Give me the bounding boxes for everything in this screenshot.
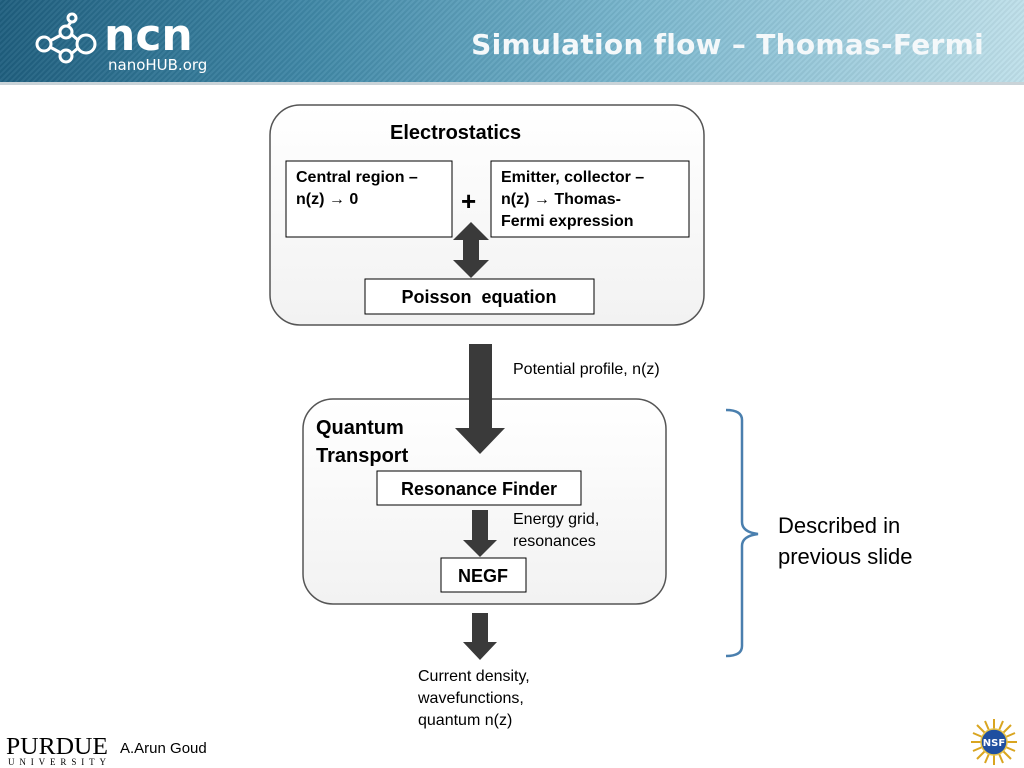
author-name: A.Arun Goud: [120, 740, 207, 757]
bracket-note-1: Described in: [778, 513, 900, 538]
header-bar: [0, 0, 1024, 82]
emitter-collector-line-3: Fermi expression: [501, 213, 634, 230]
energy-grid-label-1: Energy grid,: [513, 511, 599, 528]
ncn-logo: ncn nanoHUB.org: [35, 10, 207, 74]
electrostatics-title: Electrostatics: [390, 122, 521, 144]
molecule-icon: [35, 12, 97, 64]
nsf-text: NSF: [983, 738, 1005, 749]
central-region-line-1: Central region –: [296, 169, 418, 186]
logo-sub-text: nanoHUB.org: [108, 56, 207, 74]
bracket-note-2: previous slide: [778, 544, 913, 569]
emitter-collector-box: [490, 160, 690, 238]
emitter-collector-line-1: Emitter, collector –: [501, 169, 644, 186]
slide-title: Simulation flow – Thomas-Fermi: [471, 28, 984, 61]
output-arrow-icon: [463, 613, 497, 660]
electrostatics-container: [269, 104, 705, 326]
purdue-main-text: PURDUE: [6, 734, 108, 760]
small-down-arrow-icon: [463, 510, 497, 557]
central-region-line-2: n(z) → 0: [296, 191, 358, 208]
purdue-logo: PURDUE UNIVERSITY: [6, 734, 108, 766]
poisson-equation-box: [364, 278, 595, 315]
plus-sign: +: [461, 186, 476, 216]
negf-box: [440, 557, 527, 593]
logo-main-text: ncn: [104, 10, 193, 61]
resonance-finder-box: [376, 470, 582, 506]
curly-bracket: [725, 408, 759, 658]
double-arrow-icon: [453, 222, 489, 278]
output-label-2: wavefunctions,: [417, 690, 524, 707]
central-region-box: [285, 160, 453, 238]
header-divider: [0, 82, 1024, 85]
negf-label: NEGF: [458, 566, 508, 586]
poisson-equation-label: Poisson equation: [401, 287, 556, 307]
down-arrow-icon: [455, 344, 505, 454]
energy-grid-label-2: resonances: [513, 533, 596, 550]
resonance-finder-label: Resonance Finder: [401, 479, 557, 499]
nsf-logo: NSF: [971, 719, 1017, 765]
quantum-transport-title-1: Quantum: [316, 417, 404, 439]
output-label-3: quantum n(z): [418, 712, 512, 729]
quantum-transport-title-2: Transport: [316, 445, 409, 467]
output-label-1: Current density,: [418, 668, 530, 685]
emitter-collector-line-2: n(z) → Thomas-: [501, 191, 621, 208]
potential-profile-label: Potential profile, n(z): [513, 361, 660, 378]
